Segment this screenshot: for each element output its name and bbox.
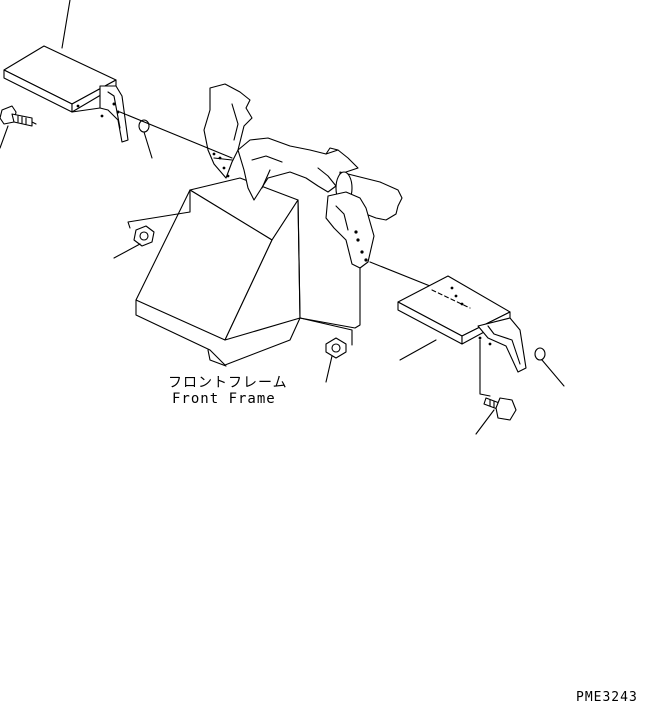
cover-hole xyxy=(100,114,104,118)
washer-right xyxy=(534,347,546,361)
washer-bottom-group xyxy=(325,337,347,383)
bracket-hole xyxy=(212,152,216,156)
cover-hole xyxy=(454,294,458,298)
bolt-right-head xyxy=(495,397,517,421)
bolt-left-thread xyxy=(17,115,27,125)
front-frame-rear-lower xyxy=(299,317,353,346)
left-cover-bracket xyxy=(99,85,129,143)
leader-line xyxy=(0,125,9,149)
bracket-hole xyxy=(354,230,358,234)
bracket-hole xyxy=(360,250,364,254)
bracket-hole xyxy=(222,166,226,170)
washer-bottom-hole xyxy=(331,343,341,353)
cover-hole xyxy=(488,342,492,346)
washer-mid-left-hole xyxy=(139,231,149,241)
lower-bracket-right xyxy=(325,191,375,269)
front-frame-bottom-lip xyxy=(135,299,301,366)
right-cover-dash xyxy=(431,289,471,309)
cover-hole xyxy=(116,110,120,114)
cover-hole xyxy=(450,286,454,290)
upper-bracket-left-fold xyxy=(231,103,239,141)
cover-hole xyxy=(76,104,80,108)
bracket-hole xyxy=(226,174,230,178)
left-cover-bracket-edge xyxy=(71,91,121,129)
left-cover-assembly xyxy=(0,0,233,161)
leader-line xyxy=(475,409,495,435)
assembly-axis-line xyxy=(119,111,233,159)
front-frame-rear-plate xyxy=(297,199,361,329)
leader-line xyxy=(113,243,141,259)
upper-bracket-twist xyxy=(317,147,339,187)
leader-line xyxy=(61,0,71,49)
cover-hole xyxy=(460,302,464,306)
front-frame xyxy=(127,83,403,367)
bolt-right-thread xyxy=(489,399,495,408)
bracket-hole xyxy=(356,238,360,242)
lower-bracket-right-fold xyxy=(335,205,349,231)
assembly-axis-line-short xyxy=(213,157,233,161)
washer-mid-left-group xyxy=(113,225,155,259)
assembly-axis-line xyxy=(479,339,491,397)
leader-line xyxy=(325,355,333,383)
bracket-hole xyxy=(364,258,368,262)
right-cover-bracket xyxy=(477,317,527,373)
part-label-japanese: フロントフレーム xyxy=(168,375,288,391)
right-cover-assembly xyxy=(369,261,565,435)
right-cover-bracket-edge xyxy=(487,325,521,365)
cover-hole xyxy=(478,336,482,340)
leader-line xyxy=(541,359,565,387)
upper-bracket-center-fold xyxy=(251,155,283,189)
bolt-left-axis xyxy=(31,121,37,125)
leader-line xyxy=(399,339,437,361)
part-label-english: Front Frame xyxy=(172,391,276,407)
leader-line xyxy=(143,131,153,159)
front-frame-left-bracket xyxy=(127,189,191,229)
cover-hole xyxy=(112,102,116,106)
assembly-axis-line xyxy=(369,261,441,291)
drawing-code: PME3243 xyxy=(576,690,638,705)
front-frame-bottom-foot xyxy=(207,349,227,367)
